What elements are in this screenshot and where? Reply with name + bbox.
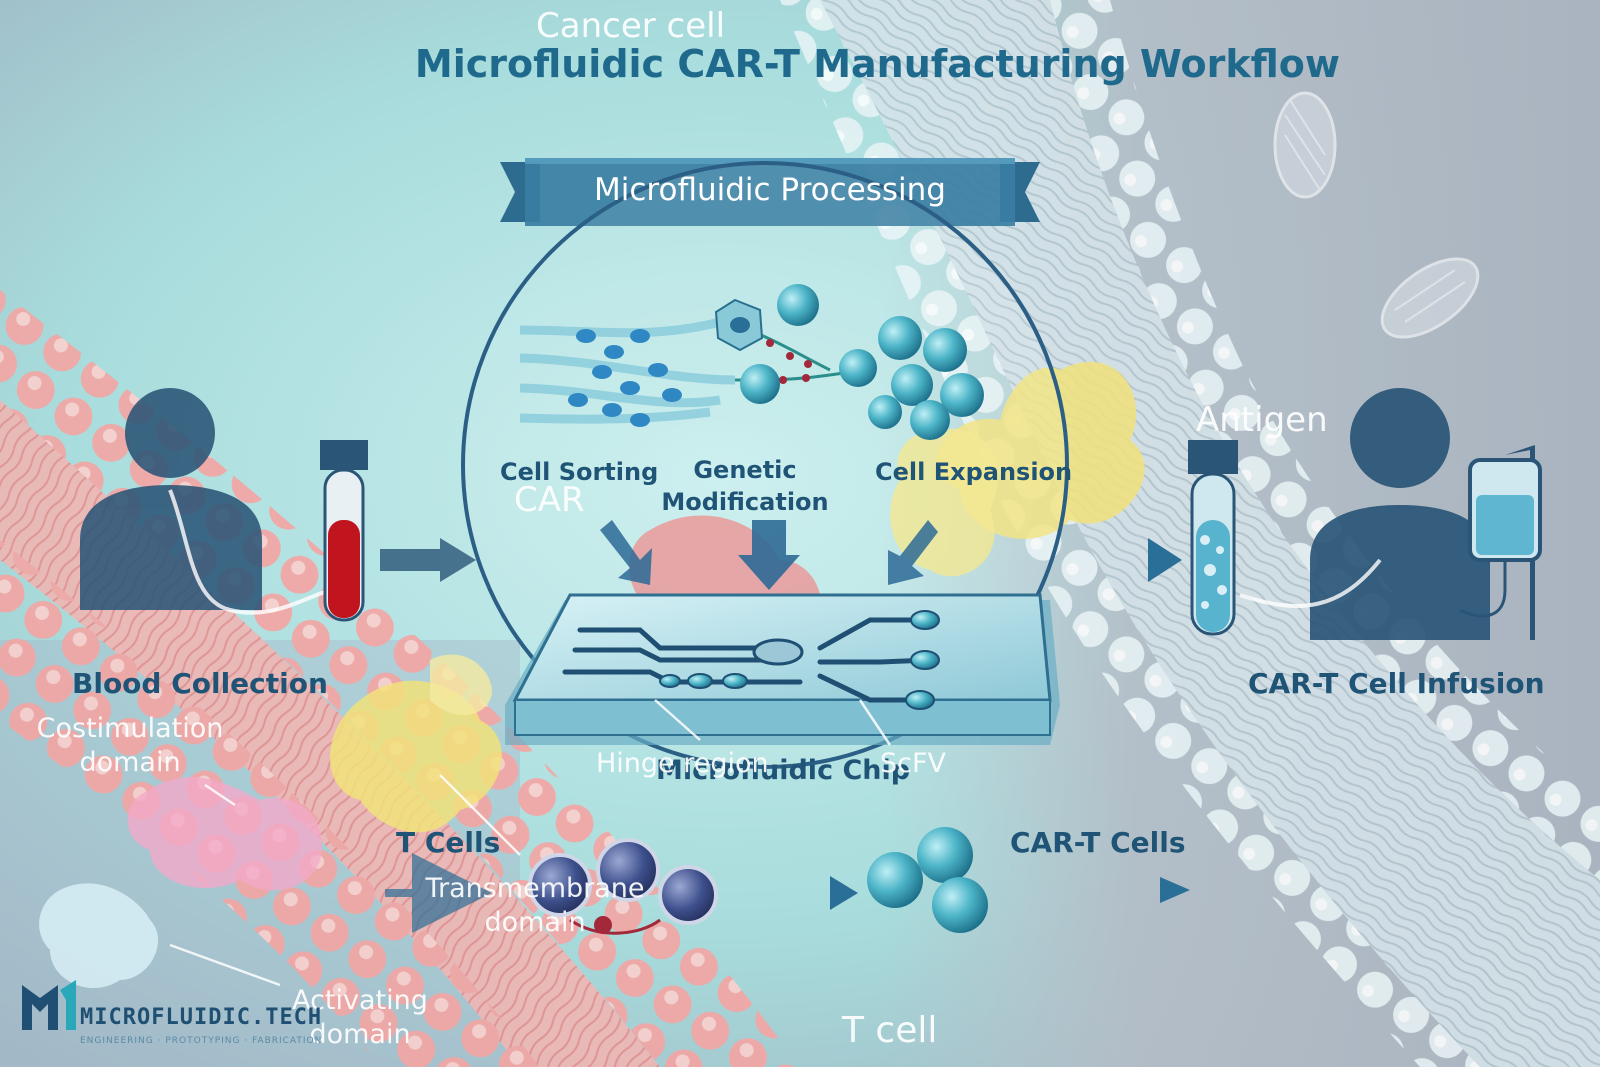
car-t-tube-icon <box>1188 440 1238 636</box>
overlay-scfv: ScFV <box>880 748 946 779</box>
overlay-activating: Activating domain <box>275 984 445 1052</box>
patient-icon <box>80 388 262 610</box>
step-blood-collection: Blood Collection <box>72 667 328 700</box>
step-cell-expansion: Cell Expansion <box>875 458 1073 486</box>
step-car-t-infusion: CAR-T Cell Infusion <box>1248 667 1545 700</box>
brand-name-accent: FLUIDIC.TECH <box>151 1005 323 1030</box>
car-t-cells-label: CAR-T Cells <box>1010 826 1186 859</box>
t-cells-cluster <box>528 838 718 935</box>
recipient-patient-icon <box>1310 388 1490 640</box>
brand-name-dark: MICRO <box>80 1005 152 1030</box>
overlay-transmembrane-line1: Transmembrane <box>425 873 645 904</box>
cell-sorting-streams <box>519 317 851 427</box>
banner-ribbon <box>500 158 1040 226</box>
microfluidic-chip-icon <box>505 593 1060 745</box>
overlay-costimulation-line1: Costimulation <box>36 713 224 744</box>
step-genetic-modification: Genetic Modification <box>660 454 830 518</box>
brand-name: MICROFLUIDIC.TECH <box>80 1005 322 1030</box>
down-arrows <box>600 520 938 590</box>
banner-label: Microfluidic Processing <box>594 172 946 208</box>
t-cells-label: T Cells <box>396 826 501 859</box>
step-genetic-line2: Modification <box>661 488 829 516</box>
processing-cells <box>714 284 984 440</box>
brand-tagline: ENGINEERING · PROTOTYPING · FABRICATION <box>80 1036 323 1046</box>
overlay-transmembrane: Transmembrane domain <box>400 872 670 940</box>
overlay-transmembrane-line2: domain <box>484 907 586 938</box>
blood-tube-icon <box>320 440 368 622</box>
step-genetic-line1: Genetic <box>693 456 797 484</box>
annotation-lines <box>169 699 892 987</box>
overlay-costimulation: Costimulation domain <box>20 712 240 780</box>
page-title: Microfluidic CAR-T Manufacturing Workflo… <box>414 42 1340 86</box>
step-cell-sorting: Cell Sorting <box>500 458 659 486</box>
brand-logo-icon <box>22 980 76 1030</box>
car-t-cells-cluster <box>867 827 988 933</box>
overlay-car: CAR <box>514 480 585 520</box>
overlay-antigen: Antigen <box>1196 400 1328 440</box>
chip-label: Microfluidic Chip <box>656 755 911 786</box>
overlay-activating-line2: domain <box>309 1019 411 1050</box>
overlay-costimulation-line2: domain <box>79 747 181 778</box>
overlay-cancer-cell: Cancer cell <box>536 6 726 46</box>
overlay-t-cell: T cell <box>842 1010 938 1051</box>
iv-bag-icon <box>1459 445 1542 640</box>
organelle-decor <box>1273 91 1480 339</box>
overlay-activating-line1: Activating <box>292 985 428 1016</box>
overlay-hinge-region: Hinge region <box>596 748 769 779</box>
